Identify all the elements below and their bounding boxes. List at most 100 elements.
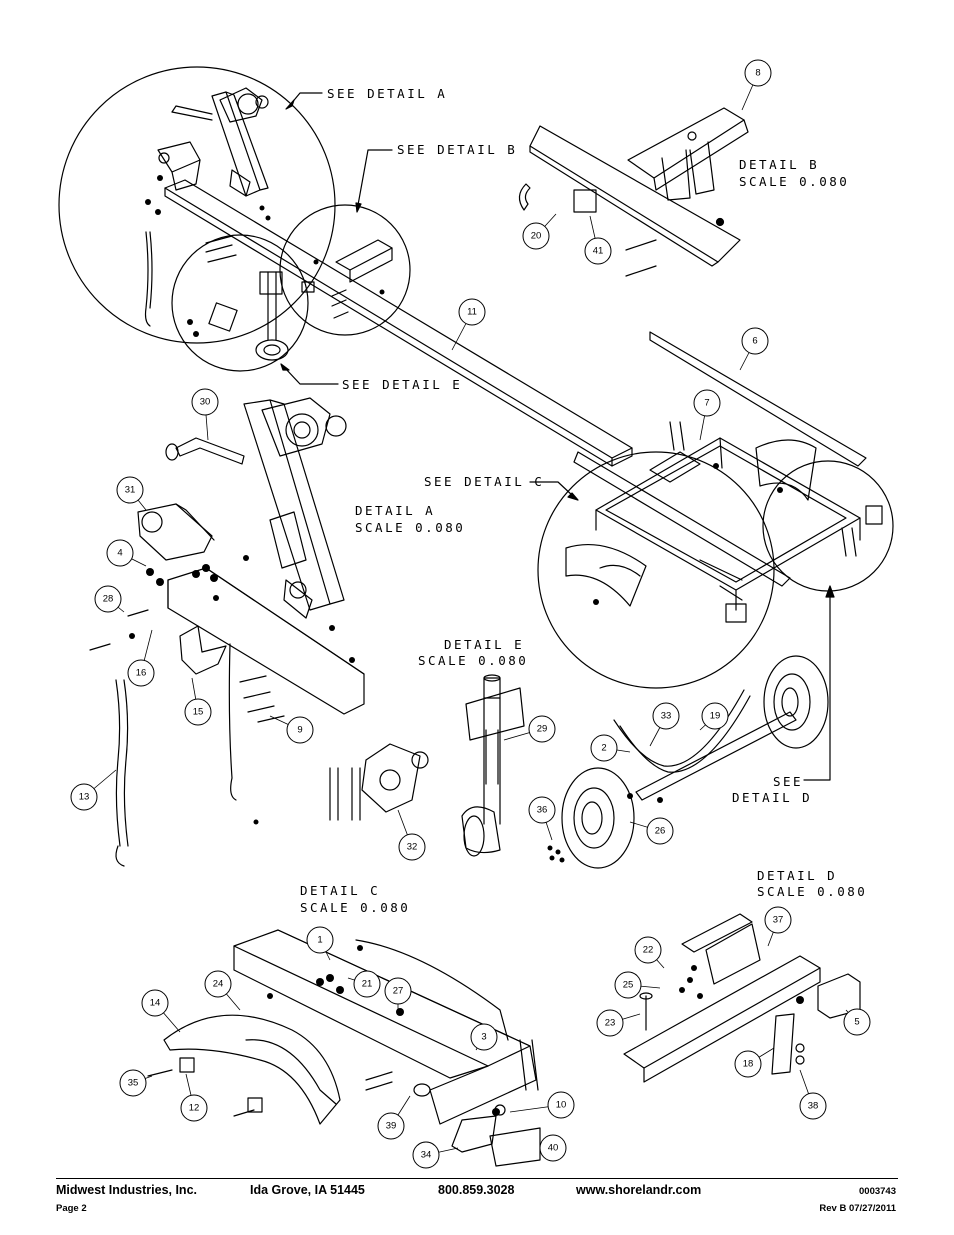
label-detail-a: DETAIL A [355, 503, 435, 518]
callout-circle [646, 817, 674, 845]
callout-number: 21 [362, 979, 373, 990]
callout-circle [693, 389, 721, 417]
detail-c-circle [537, 451, 775, 689]
detail-c-parts [147, 1039, 541, 1167]
callout-circle [584, 237, 612, 265]
callout-7: 7 [693, 389, 721, 441]
tongue-bar [164, 179, 633, 467]
callout-circle [741, 327, 769, 355]
label-see-detail-e: SEE DETAIL E [342, 377, 462, 392]
bunk-bracket-top [301, 239, 393, 293]
detail-a-bracket [179, 625, 227, 675]
callout-circle [106, 539, 134, 567]
footer-page: Page 2 [56, 1203, 87, 1214]
callout-circle [799, 1092, 827, 1120]
callout-25: 25 [614, 971, 661, 999]
callout-circle [652, 702, 680, 730]
callout-circle [384, 977, 412, 1005]
callout-26: 26 [629, 817, 674, 845]
callout-number: 19 [710, 711, 721, 722]
callout-number: 15 [193, 707, 204, 718]
callout-20: 20 [522, 213, 557, 250]
callout-number: 25 [623, 980, 634, 991]
callout-9: 9 [269, 715, 314, 744]
callout-30: 30 [191, 388, 219, 441]
callout-circle [458, 298, 486, 326]
callout-41: 41 [584, 215, 612, 265]
callout-4: 4 [106, 539, 147, 567]
callout-number: 6 [752, 336, 757, 347]
label-see-detail-c: SEE DETAIL C [424, 474, 544, 489]
callout-18: 18 [734, 1047, 775, 1078]
parts-diagram: SEE DETAIL A SEE DETAIL B SEE DETAIL E S… [58, 59, 894, 1169]
callout-circle [116, 476, 144, 504]
callout-1: 1 [306, 926, 334, 961]
callout-circle [528, 796, 556, 824]
detail-a-bolts [89, 609, 285, 723]
callout-38: 38 [799, 1069, 827, 1120]
callout-number: 7 [704, 398, 709, 409]
footer-rule [56, 1178, 898, 1179]
jack-top [208, 271, 289, 361]
footer-phone: 800.859.3028 [438, 1183, 515, 1197]
label-see-detail-a: SEE DETAIL A [327, 86, 447, 101]
callout-number: 29 [537, 724, 548, 735]
bolts-top [205, 235, 349, 319]
detail-a-circle [58, 66, 336, 344]
detail-labels: SEE DETAIL A SEE DETAIL B SEE DETAIL E S… [300, 86, 865, 915]
callout-40: 40 [539, 1134, 567, 1162]
callout-number: 11 [467, 307, 477, 318]
detail-b-circle [279, 204, 411, 336]
callout-number: 35 [128, 1078, 139, 1089]
callout-number: 2 [601, 743, 606, 754]
callout-number: 32 [407, 842, 418, 853]
callout-number: 18 [743, 1059, 754, 1070]
callout-number: 39 [386, 1121, 397, 1132]
callout-circle [470, 1023, 498, 1051]
callout-number: 40 [548, 1143, 559, 1154]
detail-b-clip [518, 183, 597, 213]
detail-b-bunk [529, 107, 749, 277]
callout-36: 36 [528, 796, 556, 841]
callout-circle [764, 906, 792, 934]
callout-circle [528, 715, 556, 743]
detail-d-circle [762, 460, 894, 592]
callout-number: 33 [661, 711, 672, 722]
detail-e-jack [461, 674, 525, 857]
callout-13: 13 [70, 769, 117, 811]
axle-assembly [561, 655, 829, 869]
callout-circle [353, 970, 381, 998]
callout-23: 23 [596, 1009, 641, 1037]
callout-number: 10 [556, 1100, 567, 1111]
label-detail-b: DETAIL B [739, 157, 819, 172]
callout-28: 28 [94, 585, 125, 613]
label-detail-c-scale: SCALE 0.080 [300, 900, 410, 915]
footer-website[interactable]: www.shorelandr.com [576, 1183, 702, 1197]
frame-small-parts [669, 421, 883, 623]
coupler-top [157, 141, 201, 191]
callout-number: 41 [593, 246, 604, 257]
callout-circle [843, 1008, 871, 1036]
callout-34: 34 [412, 1141, 459, 1169]
callout-circle [522, 222, 550, 250]
callout-35: 35 [119, 1069, 153, 1097]
callout-11: 11 [451, 298, 486, 351]
callout-8: 8 [741, 59, 772, 111]
callout-number: 28 [103, 594, 114, 605]
hardware-dots [129, 175, 804, 1116]
footer-doc-number: 0003743 [859, 1186, 896, 1197]
label-detail-a-scale: SCALE 0.080 [355, 520, 465, 535]
callout-circle [141, 989, 169, 1017]
winch-stand-top [171, 87, 269, 197]
callout-circle [701, 702, 729, 730]
label-see: SEE [773, 774, 803, 789]
callout-number: 8 [755, 68, 760, 79]
callout-16: 16 [127, 629, 155, 687]
detail-e-circle [171, 234, 309, 372]
callout-number: 5 [854, 1017, 859, 1028]
callout-10: 10 [509, 1091, 575, 1119]
label-detail-e: DETAIL E [444, 637, 524, 652]
callout-circle [306, 926, 334, 954]
footer-city: Ida Grove, IA 51445 [250, 1183, 365, 1197]
